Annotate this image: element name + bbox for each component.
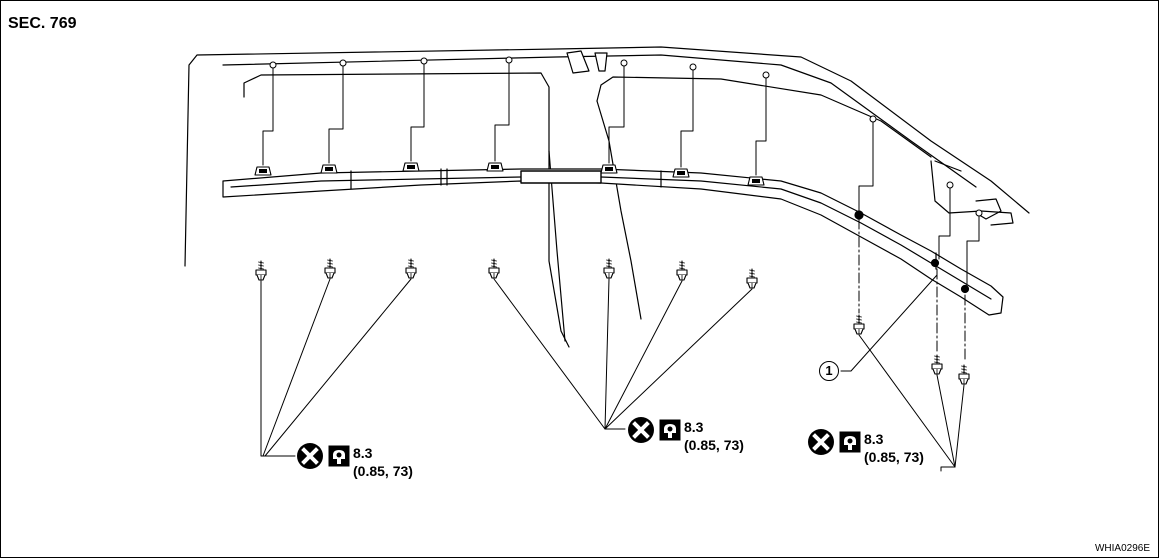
bolt-9 bbox=[931, 354, 943, 375]
torque-value: 8.3 bbox=[353, 445, 373, 461]
wrench-torque-icon bbox=[839, 431, 861, 453]
torque-leader-lines bbox=[260, 274, 965, 472]
bolt-centerlines bbox=[858, 218, 966, 360]
bolt-4 bbox=[488, 258, 500, 279]
bolt-3 bbox=[405, 258, 417, 279]
x-circle-icon bbox=[808, 429, 834, 455]
mounting-bolts bbox=[255, 258, 970, 385]
figure-code: WHIA0296E bbox=[1094, 543, 1150, 554]
torque-alt-units: (0.85, 73) bbox=[684, 437, 744, 453]
wrench-torque-icon bbox=[659, 419, 681, 441]
torque-alt-units: (0.85, 73) bbox=[353, 463, 413, 479]
torque-alt-units: (0.85, 73) bbox=[864, 449, 924, 465]
mounting-leader-lines bbox=[262, 56, 983, 286]
x-circle-icon bbox=[297, 443, 323, 469]
torque-callout-left: 8.3 (0.85, 73) bbox=[295, 441, 485, 495]
torque-value: 8.3 bbox=[684, 419, 704, 435]
torque-value: 8.3 bbox=[864, 431, 884, 447]
bolt-10 bbox=[958, 364, 970, 385]
bolt-1 bbox=[255, 260, 267, 281]
part-callout-1: 1 bbox=[819, 361, 839, 381]
section-label: SEC. 769 bbox=[8, 15, 77, 32]
x-circle-icon bbox=[628, 417, 654, 443]
wrench-torque-icon bbox=[328, 445, 350, 467]
bolt-5 bbox=[603, 258, 615, 279]
bolt-2 bbox=[324, 258, 336, 279]
bolt-6 bbox=[676, 260, 688, 281]
bolt-7 bbox=[746, 268, 758, 289]
torque-callout-right: 8.3 (0.85, 73) bbox=[806, 427, 996, 481]
curtain-airbag-module bbox=[222, 168, 1004, 316]
roof-panel-outline bbox=[184, 46, 1030, 348]
torque-callout-center: 8.3 (0.85, 73) bbox=[626, 415, 816, 469]
bolt-8 bbox=[853, 314, 865, 335]
